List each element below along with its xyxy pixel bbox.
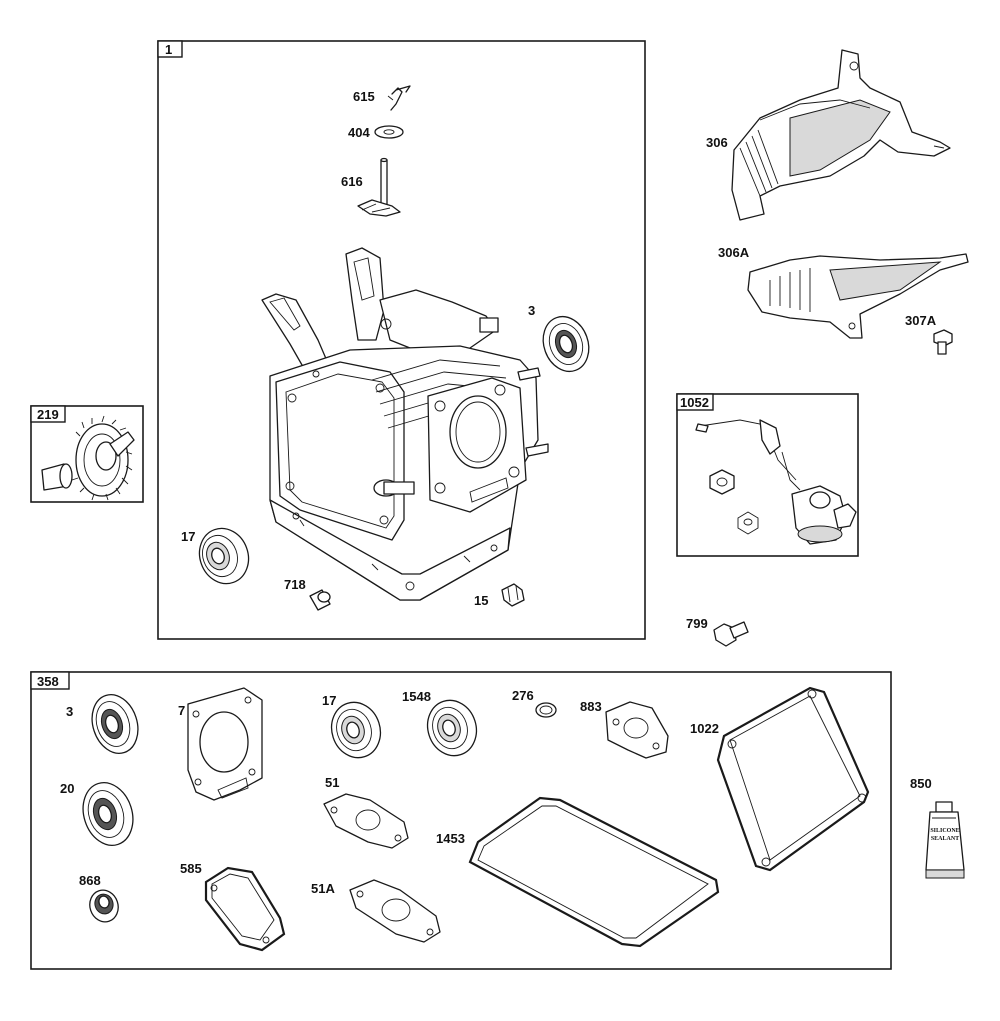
governor-gear-group: 219 [30, 405, 144, 503]
part-1052-oil-sensor [695, 419, 857, 545]
part-219-gear [41, 415, 135, 501]
engine-block-group: 1 615 404 616 [157, 40, 646, 640]
kit-label-868: 868 [79, 873, 101, 888]
kit-part-585-gasket [204, 866, 286, 952]
kit-part-1453-seal-loop [468, 796, 720, 948]
part-label-307a: 307A [905, 313, 937, 328]
part-label-404: 404 [348, 125, 370, 140]
oil-sensor-group: 1052 [676, 393, 859, 557]
cylinder-shroud-306a [747, 253, 969, 339]
governor-gear-tab [30, 405, 66, 423]
kit-label-276: 276 [512, 688, 534, 703]
part-label-850: 850 [910, 776, 932, 791]
part-17-bearing [198, 527, 250, 585]
kit-label-3: 3 [66, 704, 73, 719]
kit-label-1453: 1453 [436, 831, 465, 846]
part-307a-screw [933, 329, 953, 355]
kit-part-3-seal [91, 694, 139, 754]
sealant-tube-label-line-2: SEALANT [931, 836, 959, 842]
kit-part-20-seal [82, 782, 134, 846]
engine-block-group-number: 1 [165, 42, 172, 57]
kit-part-17-bearing [330, 701, 382, 759]
kit-label-1548: 1548 [402, 689, 431, 704]
kit-part-1022-cover-gasket [716, 686, 870, 872]
part-crankcase-block [261, 247, 549, 601]
part-label-17-top: 17 [181, 529, 195, 544]
kit-label-7: 7 [178, 703, 185, 718]
gasket-kit-group-number: 358 [37, 674, 59, 689]
part-label-616: 616 [341, 174, 363, 189]
governor-gear-group-number: 219 [37, 407, 59, 422]
part-718-dowel [309, 589, 331, 611]
kit-part-51-gasket [323, 793, 409, 849]
part-615-clip [387, 85, 411, 111]
part-404-washer [374, 125, 404, 139]
kit-label-17: 17 [322, 693, 336, 708]
kit-label-883: 883 [580, 699, 602, 714]
kit-part-276-o-ring [535, 702, 557, 718]
gasket-kit-frame [30, 671, 892, 970]
kit-label-51a: 51A [311, 881, 335, 896]
part-label-718: 718 [284, 577, 306, 592]
kit-part-1548-bearing [426, 699, 478, 757]
part-15-plug [501, 583, 525, 607]
oil-sensor-tab [676, 393, 714, 411]
part-3-oil-seal [542, 315, 590, 373]
part-label-799: 799 [686, 616, 708, 631]
kit-part-883-gasket [605, 701, 669, 759]
cylinder-shroud-306 [731, 49, 951, 221]
engine-block-frame [157, 40, 646, 640]
part-label-306: 306 [706, 135, 728, 150]
part-label-3-top: 3 [528, 303, 535, 318]
kit-part-51a-gasket [349, 879, 441, 943]
part-label-15: 15 [474, 593, 488, 608]
part-label-306a: 306A [718, 245, 750, 260]
engine-block-tab [157, 40, 183, 58]
gasket-kit-tab [30, 671, 70, 690]
kit-label-20: 20 [60, 781, 74, 796]
kit-label-51: 51 [325, 775, 339, 790]
kit-label-1022: 1022 [690, 721, 719, 736]
part-799-bolt [713, 621, 749, 647]
kit-part-868-valve-seal [89, 889, 119, 923]
part-616-governor-shaft [357, 157, 401, 217]
oil-sensor-group-number: 1052 [680, 395, 709, 410]
governor-gear-frame [30, 405, 144, 503]
sealant-tube-label-line-1: SILICONE [930, 828, 959, 834]
gasket-kit-group: 358 3 7 17 [30, 671, 892, 970]
oil-sensor-frame [676, 393, 859, 557]
kit-part-7-head-gasket [187, 687, 263, 801]
kit-label-585: 585 [180, 861, 202, 876]
part-850-sealant-tube: SILICONE SEALANT [925, 801, 965, 879]
part-label-615: 615 [353, 89, 375, 104]
